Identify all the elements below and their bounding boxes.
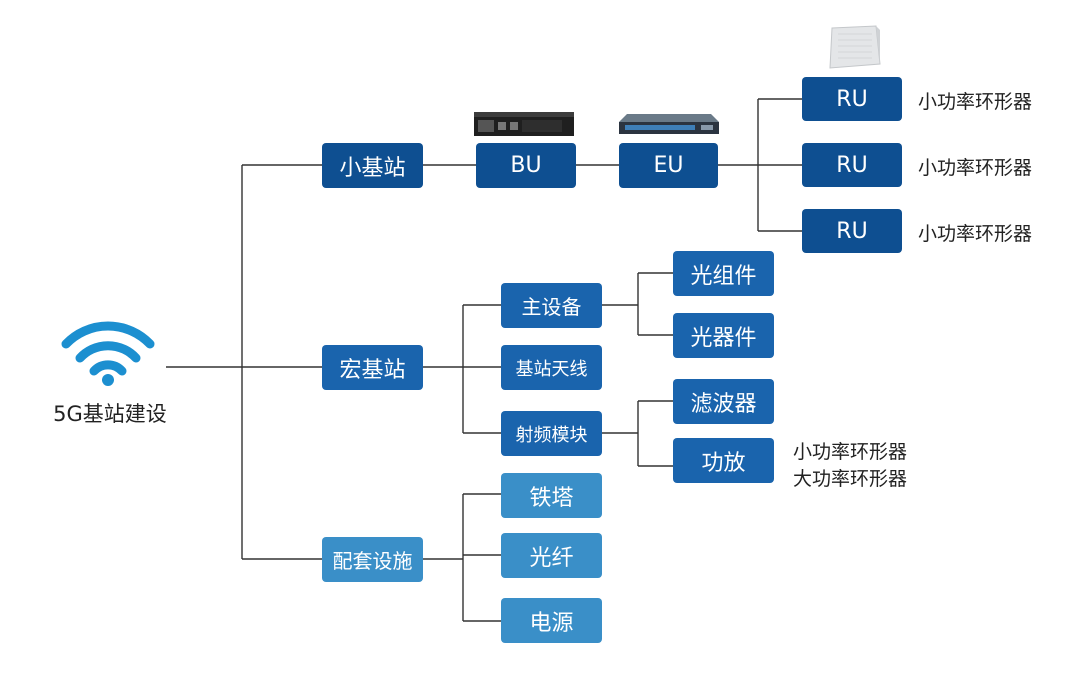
amplifier-component-label: 大功率环形器 — [793, 468, 908, 490]
root-label: 5G基站建设 — [53, 402, 167, 426]
amplifier-component-label: 小功率环形器 — [793, 441, 908, 463]
power-supply-node: 电源 — [501, 598, 602, 643]
ru-node: RU — [802, 77, 902, 121]
ru-component-label: 小功率环形器 — [918, 223, 1033, 245]
main-equipment-node: 主设备 — [501, 283, 602, 328]
rf-module-node: 射频模块 — [501, 411, 602, 456]
tower-node: 铁塔 — [501, 473, 602, 518]
bu-device-icon — [474, 112, 574, 136]
facilities-node: 配套设施 — [322, 537, 423, 582]
ru-component-label: 小功率环形器 — [918, 157, 1033, 179]
eu-node: EU — [619, 143, 718, 188]
fiber-node: 光纤 — [501, 533, 602, 578]
amplifier-node: 功放 — [673, 438, 774, 483]
filter-node: 滤波器 — [673, 379, 774, 424]
macro-cell-node: 宏基站 — [322, 345, 423, 390]
ru-component-label: 小功率环形器 — [918, 91, 1033, 113]
small-cell-node: 小基站 — [322, 143, 423, 188]
ru-device-icon — [829, 25, 881, 69]
ru-node: RU — [802, 143, 902, 187]
ru-node: RU — [802, 209, 902, 253]
antenna-node: 基站天线 — [501, 345, 602, 390]
wifi-icon — [61, 321, 155, 386]
optical-module-node: 光组件 — [673, 251, 774, 296]
eu-device-icon — [619, 114, 719, 134]
bu-node: BU — [476, 143, 576, 188]
optical-device-node: 光器件 — [673, 313, 774, 358]
